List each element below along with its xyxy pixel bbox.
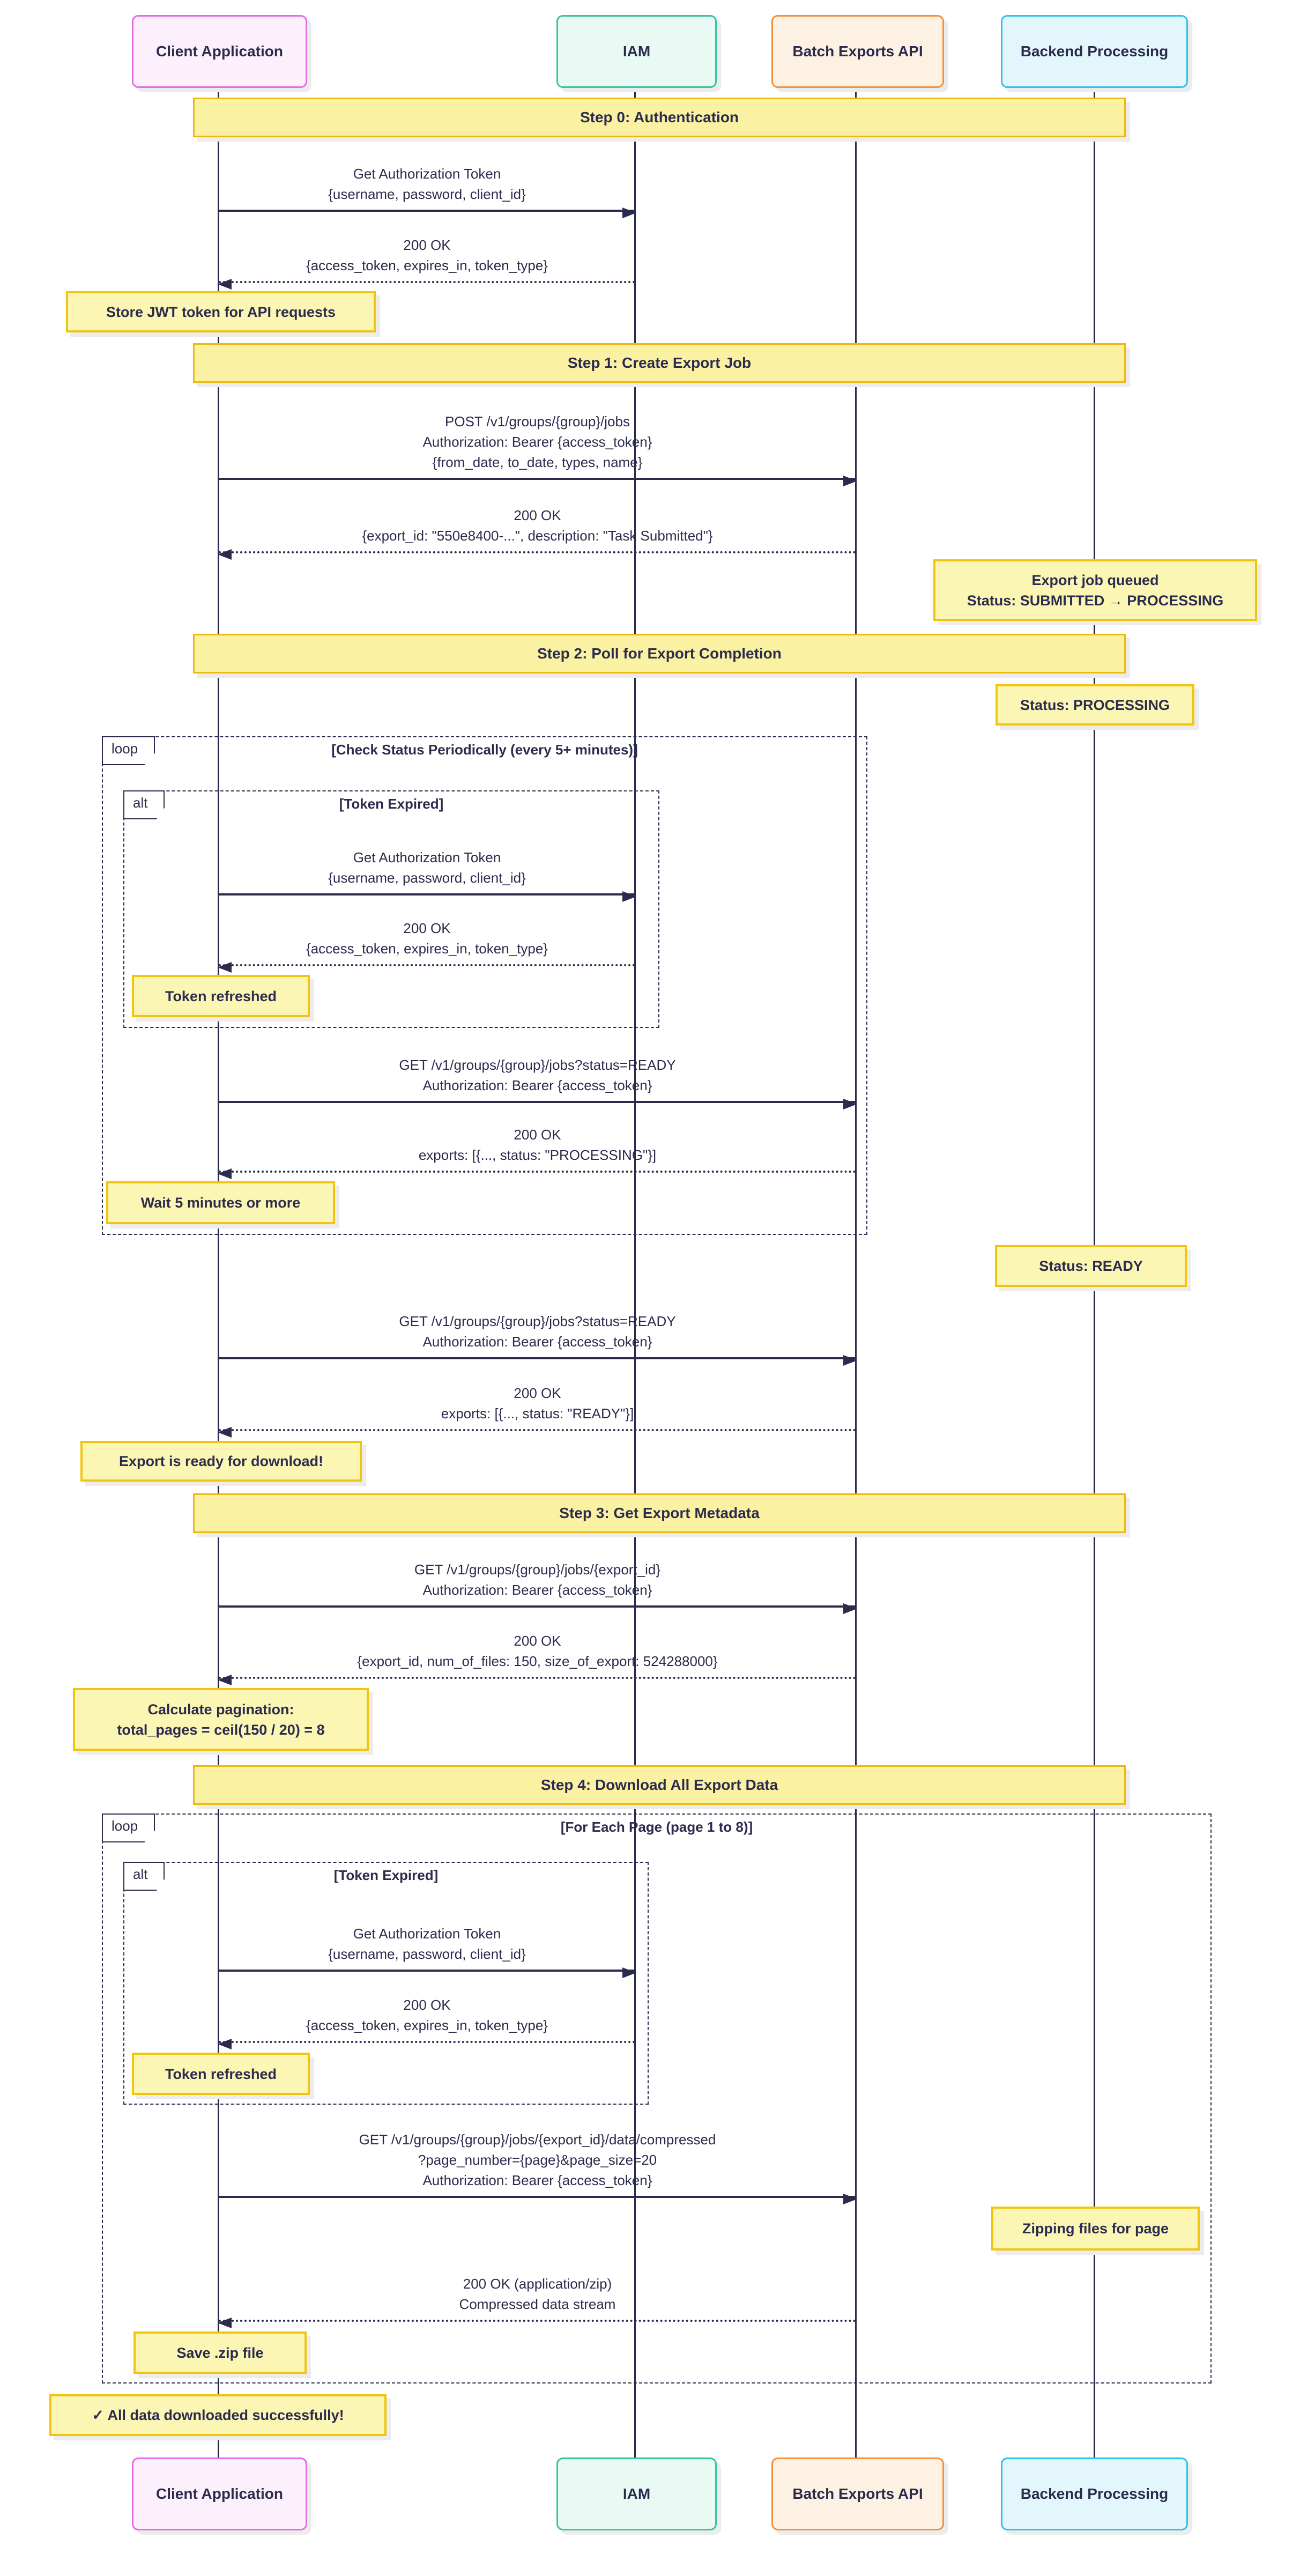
arrowhead-right-icon: [622, 891, 636, 902]
arrowhead-right-icon: [622, 1967, 636, 1978]
banner-step-0: Step 0: Authentication: [193, 98, 1126, 137]
banner-step-4: Step 4: Download All Export Data: [193, 1765, 1126, 1805]
request-arrow: [219, 208, 636, 218]
frame-loop-label: loop: [102, 736, 155, 765]
request-arrow: [219, 1967, 636, 1978]
frame-loop-poll: loop [Check Status Periodically (every 5…: [102, 736, 867, 1235]
arrowhead-left-icon: [218, 1675, 232, 1685]
message-text: GET /v1/groups/{group}/jobs?status=READY…: [399, 1057, 676, 1093]
participant-backend-bottom: Backend Processing: [1001, 2457, 1188, 2530]
note-wait-5-minutes: Wait 5 minutes or more: [106, 1181, 335, 1224]
response-arrow: [218, 1675, 856, 1685]
request-arrow: [219, 1355, 857, 1366]
arrowhead-left-icon: [218, 2039, 232, 2049]
note-token-refreshed-2: Token refreshed: [132, 2053, 310, 2095]
message-text: Get Authorization Token{username, passwo…: [328, 1926, 526, 1962]
frame-loop-pages: loop [For Each Page (page 1 to 8)]: [102, 1813, 1212, 2383]
message-text: 200 OK{access_token, expires_in, token_t…: [306, 920, 548, 957]
participant-batch-bottom: Batch Exports API: [771, 2457, 944, 2530]
response-arrow: [218, 549, 856, 560]
participant-backend-top: Backend Processing: [1001, 15, 1188, 88]
arrowhead-right-icon: [843, 1099, 857, 1109]
message-text: 200 OK (application/zip)Compressed data …: [459, 2276, 616, 2312]
frame-loop-title: [Check Status Periodically (every 5+ min…: [331, 742, 638, 758]
frame-loop-title: [For Each Page (page 1 to 8)]: [560, 1819, 753, 1835]
arrowhead-right-icon: [843, 2194, 857, 2204]
frame-alt-token-expired-1: alt [Token Expired]: [123, 790, 659, 1028]
message-text: GET /v1/groups/{group}/jobs?status=READY…: [399, 1313, 676, 1350]
request-arrow: [219, 891, 636, 902]
message-text: GET /v1/groups/{group}/jobs/{export_id}A…: [414, 1561, 661, 1598]
note-export-ready: Export is ready for download!: [80, 1441, 362, 1482]
frame-alt-token-expired-2: alt [Token Expired]: [123, 1862, 649, 2105]
message-text: Get Authorization Token{username, passwo…: [328, 849, 526, 886]
arrowhead-left-icon: [218, 1168, 232, 1179]
lifeline-iam: [634, 88, 636, 2457]
request-arrow: [219, 476, 857, 486]
lifeline-batch: [855, 88, 857, 2457]
frame-alt-title: [Token Expired]: [333, 1867, 439, 1883]
arrowhead-left-icon: [218, 549, 232, 560]
message-text: 200 OK{export_id: "550e8400-...", descri…: [362, 507, 713, 544]
lifeline-client: [218, 88, 219, 2457]
request-arrow: [219, 1099, 857, 1109]
arrowhead-left-icon: [218, 962, 232, 973]
message-text: 200 OK{access_token, expires_in, token_t…: [306, 237, 548, 273]
response-arrow: [218, 1168, 856, 1179]
arrowhead-left-icon: [218, 279, 232, 290]
note-store-jwt: Store JWT token for API requests: [66, 291, 376, 332]
message-text: Get Authorization Token{username, passwo…: [328, 166, 526, 202]
request-arrow: [219, 2194, 857, 2204]
arrowhead-left-icon: [218, 1427, 232, 1438]
arrowhead-right-icon: [843, 1603, 857, 1614]
frame-alt-label: alt: [123, 1862, 165, 1891]
note-zipping-files: Zipping files for page: [991, 2207, 1200, 2251]
frame-loop-label: loop: [102, 1813, 155, 1842]
participant-batch-top: Batch Exports API: [771, 15, 944, 88]
response-arrow: [218, 279, 635, 290]
message-text: 200 OK{export_id, num_of_files: 150, siz…: [357, 1633, 718, 1669]
note-status-processing: Status: PROCESSING: [996, 684, 1194, 726]
participant-client-top: Client Application: [132, 15, 307, 88]
message-text: GET /v1/groups/{group}/jobs/{export_id}/…: [359, 2131, 716, 2188]
request-arrow: [219, 1603, 857, 1614]
participant-iam-top: IAM: [556, 15, 717, 88]
participant-client-bottom: Client Application: [132, 2457, 307, 2530]
note-token-refreshed-1: Token refreshed: [132, 975, 310, 1017]
note-save-zip: Save .zip file: [133, 2331, 307, 2374]
banner-step-1: Step 1: Create Export Job: [193, 343, 1126, 383]
message-text: 200 OK{access_token, expires_in, token_t…: [306, 1997, 548, 2033]
response-arrow: [218, 2318, 856, 2328]
note-status-ready: Status: READY: [995, 1245, 1187, 1287]
response-arrow: [218, 962, 635, 973]
arrowhead-right-icon: [843, 1355, 857, 1366]
note-calc-pagination: Calculate pagination:total_pages = ceil(…: [73, 1688, 369, 1751]
banner-step-3: Step 3: Get Export Metadata: [193, 1493, 1126, 1533]
frame-alt-label: alt: [123, 790, 165, 819]
response-arrow: [218, 1427, 856, 1438]
banner-step-2: Step 2: Poll for Export Completion: [193, 634, 1126, 673]
frame-alt-title: [Token Expired]: [339, 796, 444, 812]
response-arrow: [218, 2039, 635, 2049]
participant-iam-bottom: IAM: [556, 2457, 717, 2530]
arrowhead-right-icon: [843, 476, 857, 486]
arrowhead-left-icon: [218, 2318, 232, 2328]
arrowhead-right-icon: [622, 208, 636, 218]
note-all-downloaded: ✓ All data downloaded successfully!: [49, 2394, 387, 2436]
